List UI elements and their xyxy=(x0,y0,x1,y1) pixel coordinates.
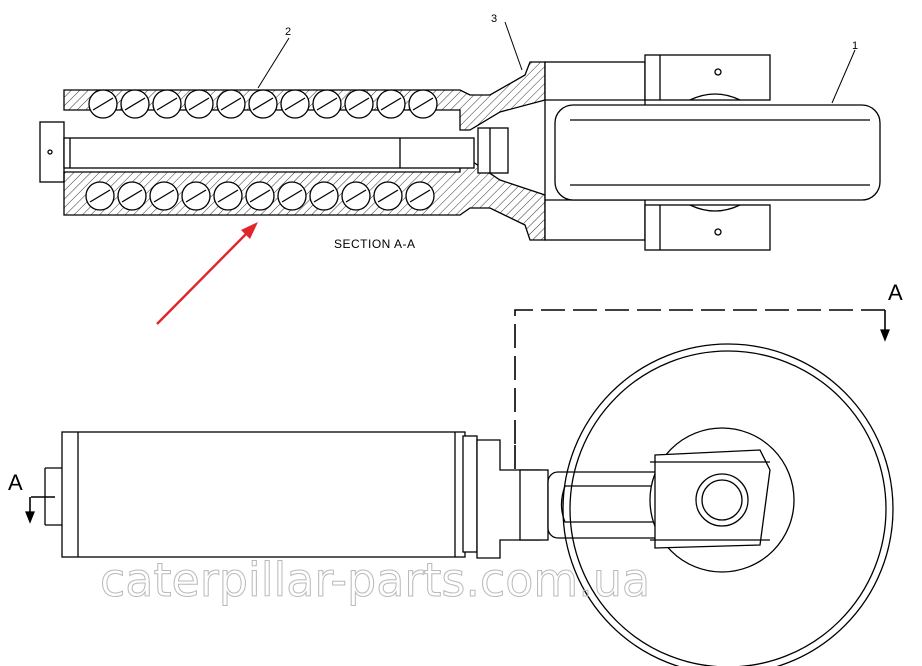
retainer-bottom xyxy=(644,204,771,251)
section-view xyxy=(39,54,881,251)
idler-wheel-outer xyxy=(562,343,894,666)
idler-wheel-section xyxy=(554,104,881,201)
section-caption: SECTION A-A xyxy=(334,237,416,251)
section-marker-left: A xyxy=(8,470,23,495)
cylinder-body xyxy=(61,431,466,558)
watermark-text: caterpillar-parts.com.ua xyxy=(100,553,650,607)
idler-wheel-rim xyxy=(569,350,887,666)
elevation-view xyxy=(25,309,894,666)
rod xyxy=(63,137,475,169)
section-marker-right: A xyxy=(888,280,903,305)
spring-coils-top xyxy=(88,89,438,119)
callout-1: 1 xyxy=(852,40,858,52)
callout-2: 2 xyxy=(285,26,291,38)
highlight-arrow xyxy=(156,222,258,325)
retainer-top xyxy=(644,54,771,101)
bolt-head xyxy=(477,127,509,174)
callout-leaders xyxy=(257,21,856,104)
callout-3: 3 xyxy=(491,13,497,25)
spring-coils-bottom xyxy=(85,181,435,211)
